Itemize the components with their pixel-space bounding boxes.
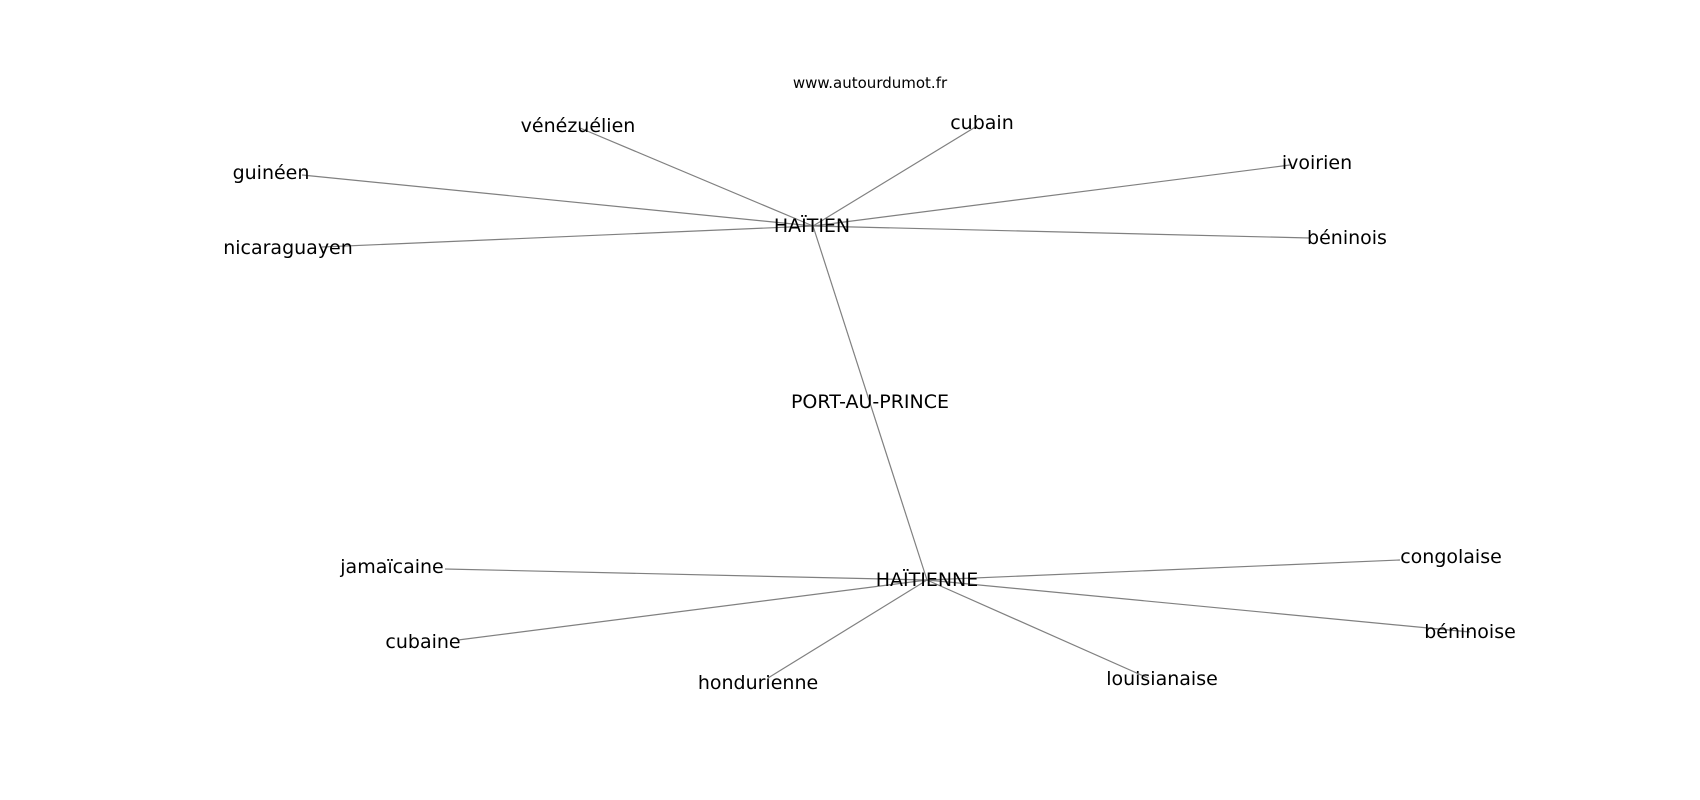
edge-haitien-venezuelien [579,127,814,227]
node-label-cubain[interactable]: cubain [950,112,1014,134]
node-label-ivoirien[interactable]: ivoirien [1282,152,1352,174]
node-label-hondurienne[interactable]: hondurienne [698,672,818,694]
edge-haitienne-louisianaise [926,579,1149,679]
node-label-congolaise[interactable]: congolaise [1400,546,1502,568]
node-label-cubaine[interactable]: cubaine [385,631,460,653]
edge-haitienne-hondurienne [767,579,928,679]
node-label-port-au-prince[interactable]: PORT-AU-PRINCE [791,391,949,413]
edge-haitien-guineen [301,174,814,227]
node-label-guineen[interactable]: guinéen [233,162,310,184]
edge-haitien-nicaraguayen [321,225,814,248]
node-label-haitien[interactable]: HAÏTIEN [774,214,850,237]
edge-haitien-beninois [812,225,1311,239]
node-label-nicaraguayen[interactable]: nicaraguayen [223,237,353,259]
edge-haitien-cubain [812,125,978,227]
graph-edges [301,125,1471,679]
node-label-venezuelien[interactable]: vénézuélien [521,115,636,137]
node-label-jamaicaine[interactable]: jamaïcaine [339,556,443,578]
site-watermark: www.autourdumot.fr [793,74,948,92]
edge-haitienne-cubaine [457,579,928,641]
graph-labels: www.autourdumot.fr HAÏTIEN PORT-AU-PRINCE… [223,74,1516,694]
edge-haitienne-beninoise [926,579,1471,633]
edge-haitien-haitienne [812,225,928,581]
node-label-beninois[interactable]: béninois [1307,227,1387,249]
edge-haitienne-jamaicaine [444,568,928,581]
edge-haitienne-congolaise [926,559,1401,581]
node-label-haitienne[interactable]: HAÏTIENNE [876,568,979,591]
edge-haitien-ivoirien [812,164,1291,227]
node-label-beninoise[interactable]: béninoise [1424,621,1516,643]
node-label-louisianaise[interactable]: louisianaise [1106,668,1218,690]
